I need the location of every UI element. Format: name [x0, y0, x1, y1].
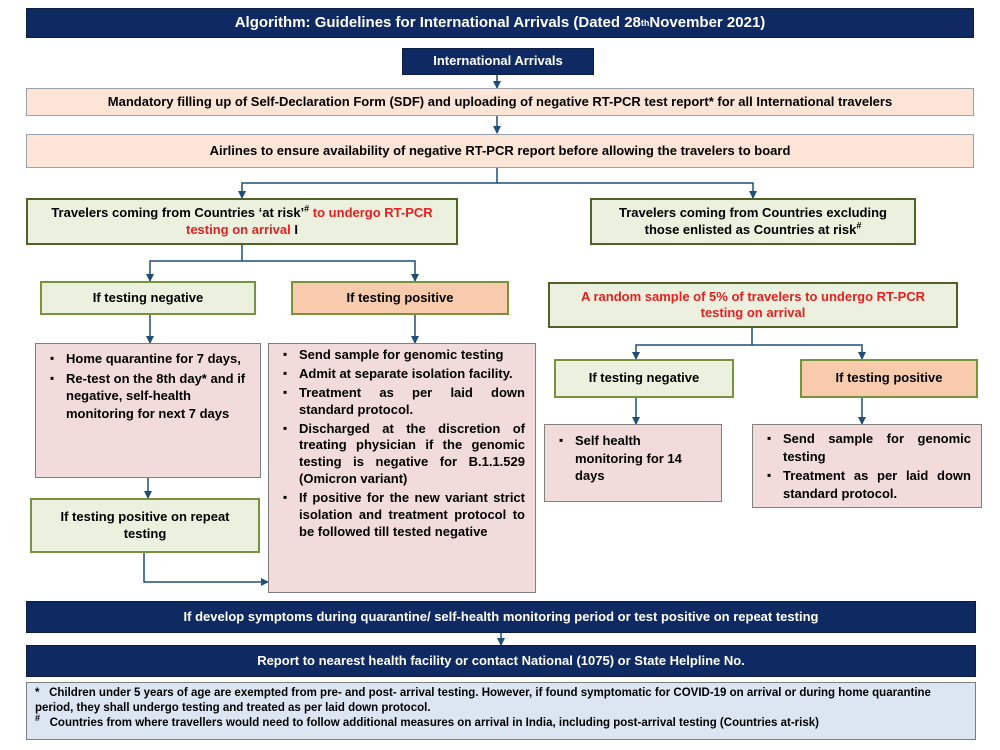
sdf-text: Mandatory filling up of Self-Declaration…	[107, 93, 893, 109]
isolation-item: Admit at separate isolation facility.	[283, 366, 525, 383]
self-health-item: Self health monitoring for 14 days	[559, 432, 711, 485]
non-risk-line-2: those enlisted as Countries at risk	[644, 221, 857, 237]
international-arrivals-box: International Arrivals	[402, 48, 594, 75]
sdf-box: Mandatory filling up of Self-Declaration…	[26, 88, 974, 116]
home-quarantine-box: Home quarantine for 7 days, Re-test on t…	[35, 343, 261, 478]
at-risk-text-a: Travelers coming from Countries ‘at risk…	[51, 205, 305, 221]
right-testing-negative-box: If testing negative	[554, 359, 734, 398]
footnote-1-text: Children under 5 years of age are exempt…	[35, 687, 931, 714]
retest-item: Re-test on the 8th day* and if negative,…	[50, 370, 250, 423]
positive-actions-box: Send sample for genomic testing Admit at…	[268, 343, 536, 593]
new-variant-item: If positive for the new variant strict i…	[283, 490, 525, 541]
repeat-positive-label: If testing positive on repeat testing	[60, 509, 230, 541]
airlines-box: Airlines to ensure availability of negat…	[26, 134, 974, 168]
at-risk-sup: #	[304, 203, 310, 214]
footnotes-box: * Children under 5 years of age are exem…	[26, 682, 976, 740]
at-risk-countries-box: Travelers coming from Countries ‘at risk…	[26, 198, 458, 245]
non-risk-countries-box: Travelers coming from Countries excludin…	[590, 198, 916, 245]
at-risk-text-red-2: testing on arrival	[186, 221, 291, 237]
right-genomic-item: Send sample for genomic testing	[767, 430, 971, 465]
international-arrivals-label: International Arrivals	[433, 53, 563, 69]
repeat-positive-box: If testing positive on repeat testing	[30, 498, 260, 553]
symptoms-box: If develop symptoms during quarantine/ s…	[26, 601, 976, 633]
random-sample-box: A random sample of 5% of travelers to un…	[548, 282, 958, 328]
at-risk-text-red-1: to undergo RT-PCR	[309, 205, 433, 221]
footnote-2-mark: #	[35, 713, 41, 724]
non-risk-sup: #	[856, 220, 862, 231]
left-testing-negative-label: If testing negative	[92, 289, 204, 305]
title-suffix: November 2021)	[649, 13, 766, 31]
right-testing-positive-label: If testing positive	[835, 370, 943, 386]
non-risk-line-1: Travelers coming from Countries excludin…	[618, 205, 887, 221]
footnote-2-text: Countries from where travellers would ne…	[49, 716, 819, 729]
footnote-1-mark: *	[35, 687, 40, 699]
home-quarantine-item: Home quarantine for 7 days,	[50, 350, 250, 368]
report-box: Report to nearest health facility or con…	[26, 645, 976, 677]
right-treatment-item: Treatment as per laid down standard prot…	[767, 467, 971, 502]
left-testing-positive-label: If testing positive	[346, 289, 454, 305]
airlines-text: Airlines to ensure availability of negat…	[209, 142, 791, 158]
self-health-box: Self health monitoring for 14 days	[544, 424, 722, 502]
footnote-2: # Countries from where travellers would …	[35, 713, 967, 731]
treatment-item: Treatment as per laid down standard prot…	[283, 385, 525, 419]
right-positive-actions-box: Send sample for genomic testing Treatmen…	[752, 424, 982, 508]
right-testing-negative-label: If testing negative	[588, 370, 700, 386]
left-testing-negative-box: If testing negative	[40, 281, 256, 315]
at-risk-text-b: I	[290, 221, 298, 237]
title-prefix: Algorithm: Guidelines for International …	[234, 13, 641, 31]
report-text: Report to nearest health facility or con…	[257, 652, 745, 668]
genomic-testing-item: Send sample for genomic testing	[283, 347, 525, 364]
left-testing-positive-box: If testing positive	[291, 281, 509, 315]
random-sample-text: A random sample of 5% of travelers to un…	[580, 288, 926, 320]
symptoms-text: If develop symptoms during quarantine/ s…	[183, 608, 819, 624]
discharge-item: Discharged at the discretion of treating…	[283, 421, 525, 489]
footnote-1: * Children under 5 years of age are exem…	[35, 686, 967, 716]
page-title: Algorithm: Guidelines for International …	[26, 8, 974, 38]
right-testing-positive-box: If testing positive	[800, 359, 978, 398]
